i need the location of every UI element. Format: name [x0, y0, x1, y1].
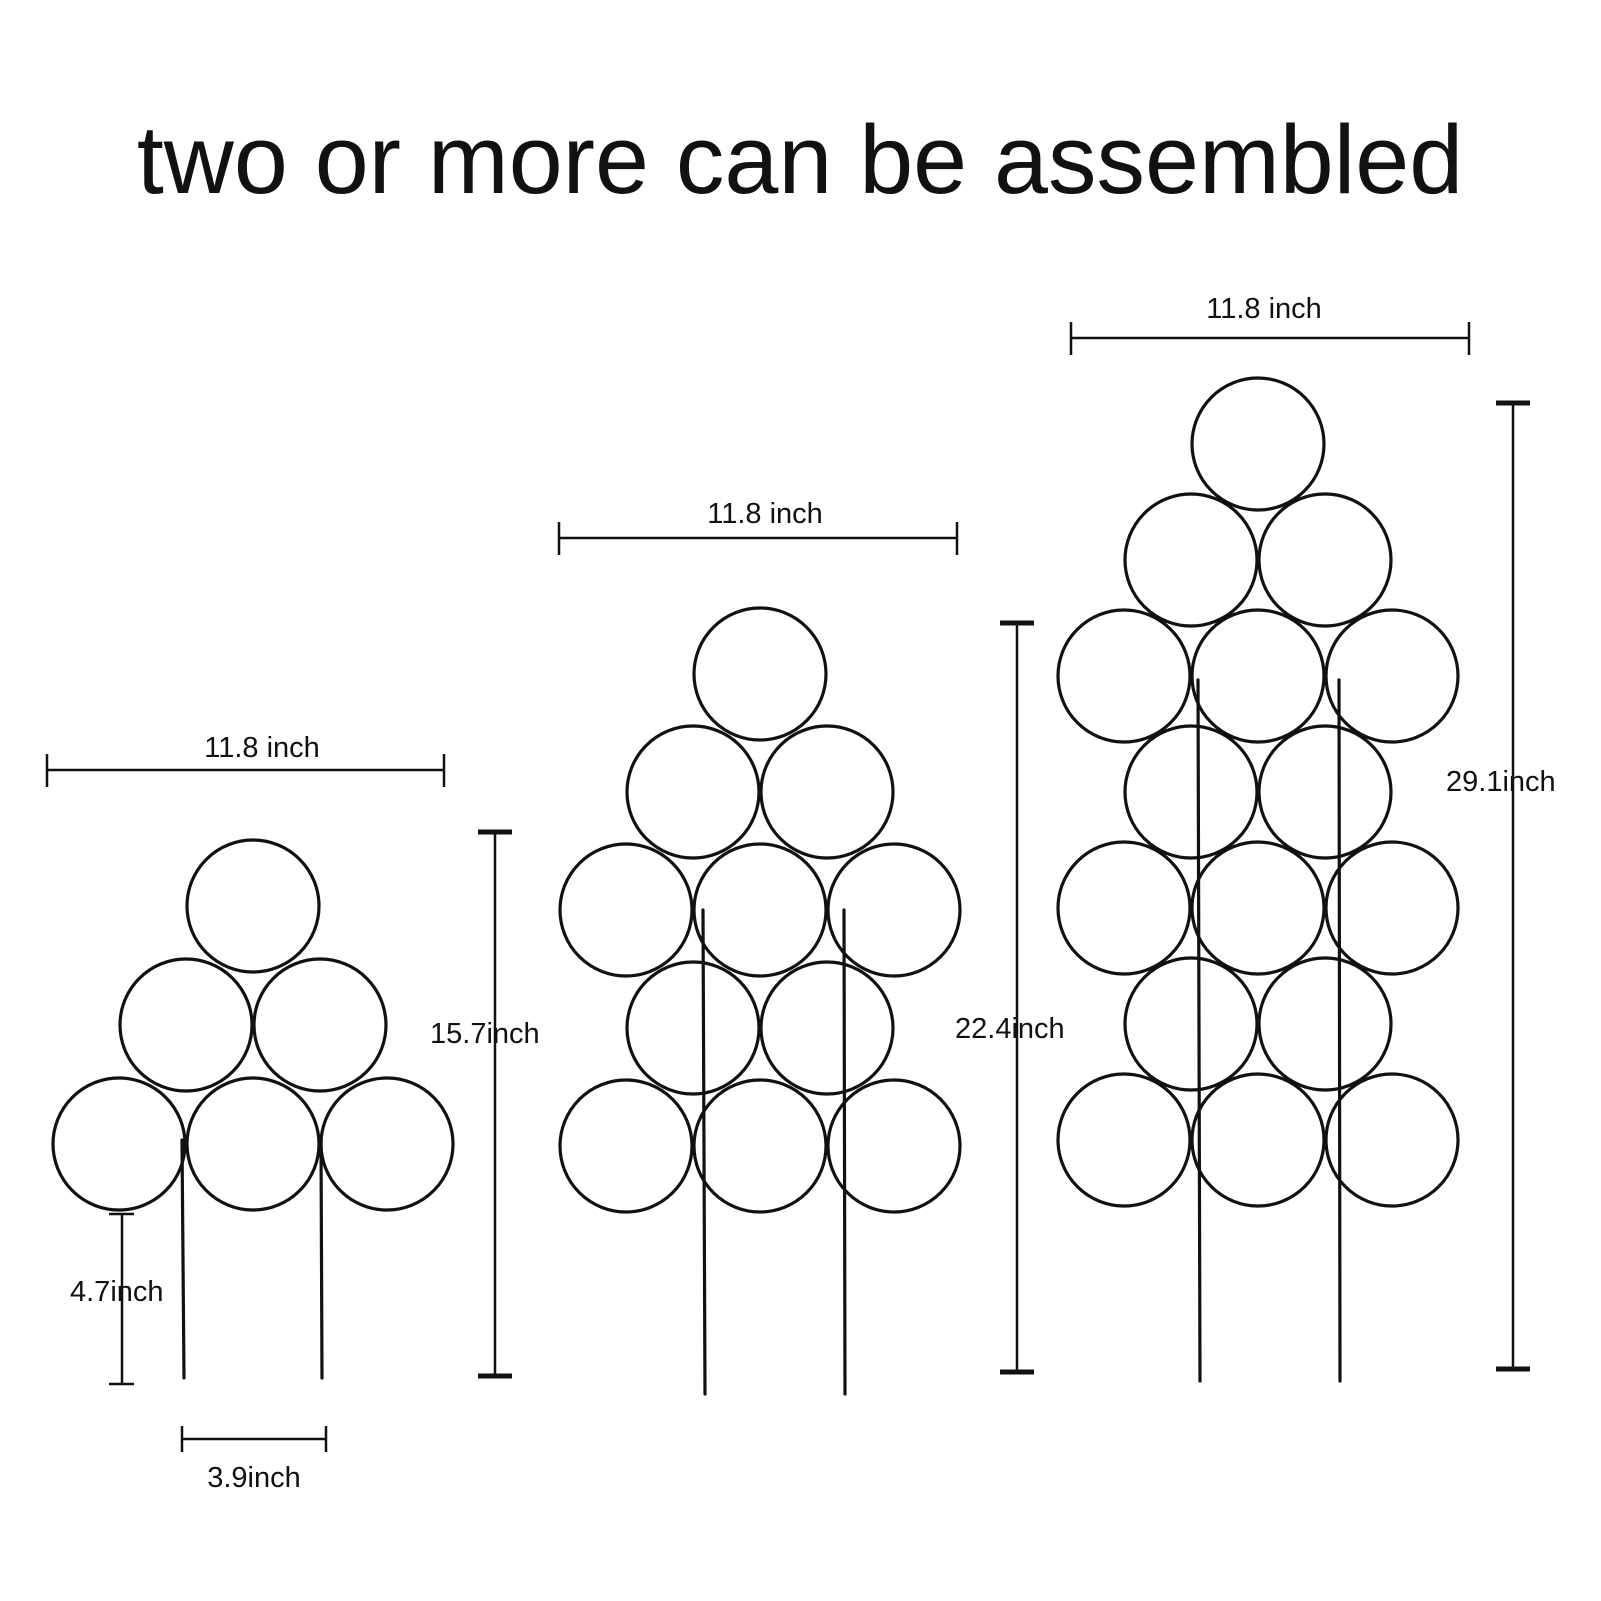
support-stake	[842, 908, 847, 1396]
ring	[1324, 840, 1460, 976]
ring	[1257, 724, 1393, 860]
support-stake	[319, 1138, 324, 1380]
ring	[118, 957, 254, 1093]
ring	[1123, 956, 1259, 1092]
small-height-dimension	[478, 829, 512, 1379]
medium-height-label: 22.4inch	[955, 1013, 1065, 1045]
ring	[252, 957, 388, 1093]
ring	[759, 724, 895, 860]
large-height-label: 29.1inch	[1446, 766, 1556, 798]
stake-spacing-label: 3.9inch	[207, 1462, 301, 1494]
ring	[319, 1076, 455, 1212]
ring	[185, 838, 321, 974]
medium-dimensions: 11.8 inch 22.4inch	[557, 498, 1065, 1375]
stake-length-dimension	[109, 1212, 134, 1386]
ring	[1190, 376, 1326, 512]
ring	[51, 1076, 187, 1212]
support-stake	[1196, 678, 1202, 1383]
support-stake	[180, 1138, 186, 1380]
ring	[1190, 608, 1326, 744]
ring	[1056, 840, 1192, 976]
small-width-label: 11.8 inch	[204, 732, 320, 764]
ring	[1056, 1072, 1192, 1208]
stake-length-label: 4.7inch	[70, 1276, 164, 1308]
medium-height-dimension	[1000, 620, 1034, 1375]
large-height-dimension	[1496, 400, 1530, 1372]
large-width-label: 11.8 inch	[1206, 293, 1322, 325]
ring	[1257, 492, 1393, 628]
ring	[625, 724, 761, 860]
ring	[1190, 1072, 1326, 1208]
ring	[558, 842, 694, 978]
headline: two or more can be assembled	[137, 105, 1463, 214]
ring	[759, 960, 895, 1096]
ring	[1324, 1072, 1460, 1208]
medium-width-label: 11.8 inch	[707, 498, 823, 530]
support-stake	[1337, 678, 1342, 1383]
ring	[1123, 492, 1259, 628]
trellis-medium	[558, 606, 962, 1396]
ring	[1257, 956, 1393, 1092]
large-width-dimension	[1069, 322, 1471, 355]
ring	[1123, 724, 1259, 860]
trellis-small	[51, 838, 455, 1380]
small-dimensions: 11.8 inch 15.7inch 4.7inch 3.9inch	[45, 732, 540, 1494]
large-dimensions: 11.8 inch 29.1inch	[1069, 293, 1556, 1372]
ring	[692, 842, 828, 978]
ring	[1190, 840, 1326, 976]
support-stake	[701, 908, 707, 1396]
ring	[185, 1076, 321, 1212]
ring	[1324, 608, 1460, 744]
ring	[826, 1078, 962, 1214]
ring	[692, 1078, 828, 1214]
small-height-label: 15.7inch	[430, 1018, 540, 1050]
ring	[625, 960, 761, 1096]
ring	[558, 1078, 694, 1214]
ring	[1056, 608, 1192, 744]
trellis-large	[1056, 376, 1460, 1383]
small-width-dimension	[45, 754, 446, 787]
ring	[826, 842, 962, 978]
stake-spacing-dimension	[180, 1426, 328, 1452]
ring	[692, 606, 828, 742]
medium-width-dimension	[557, 522, 959, 555]
